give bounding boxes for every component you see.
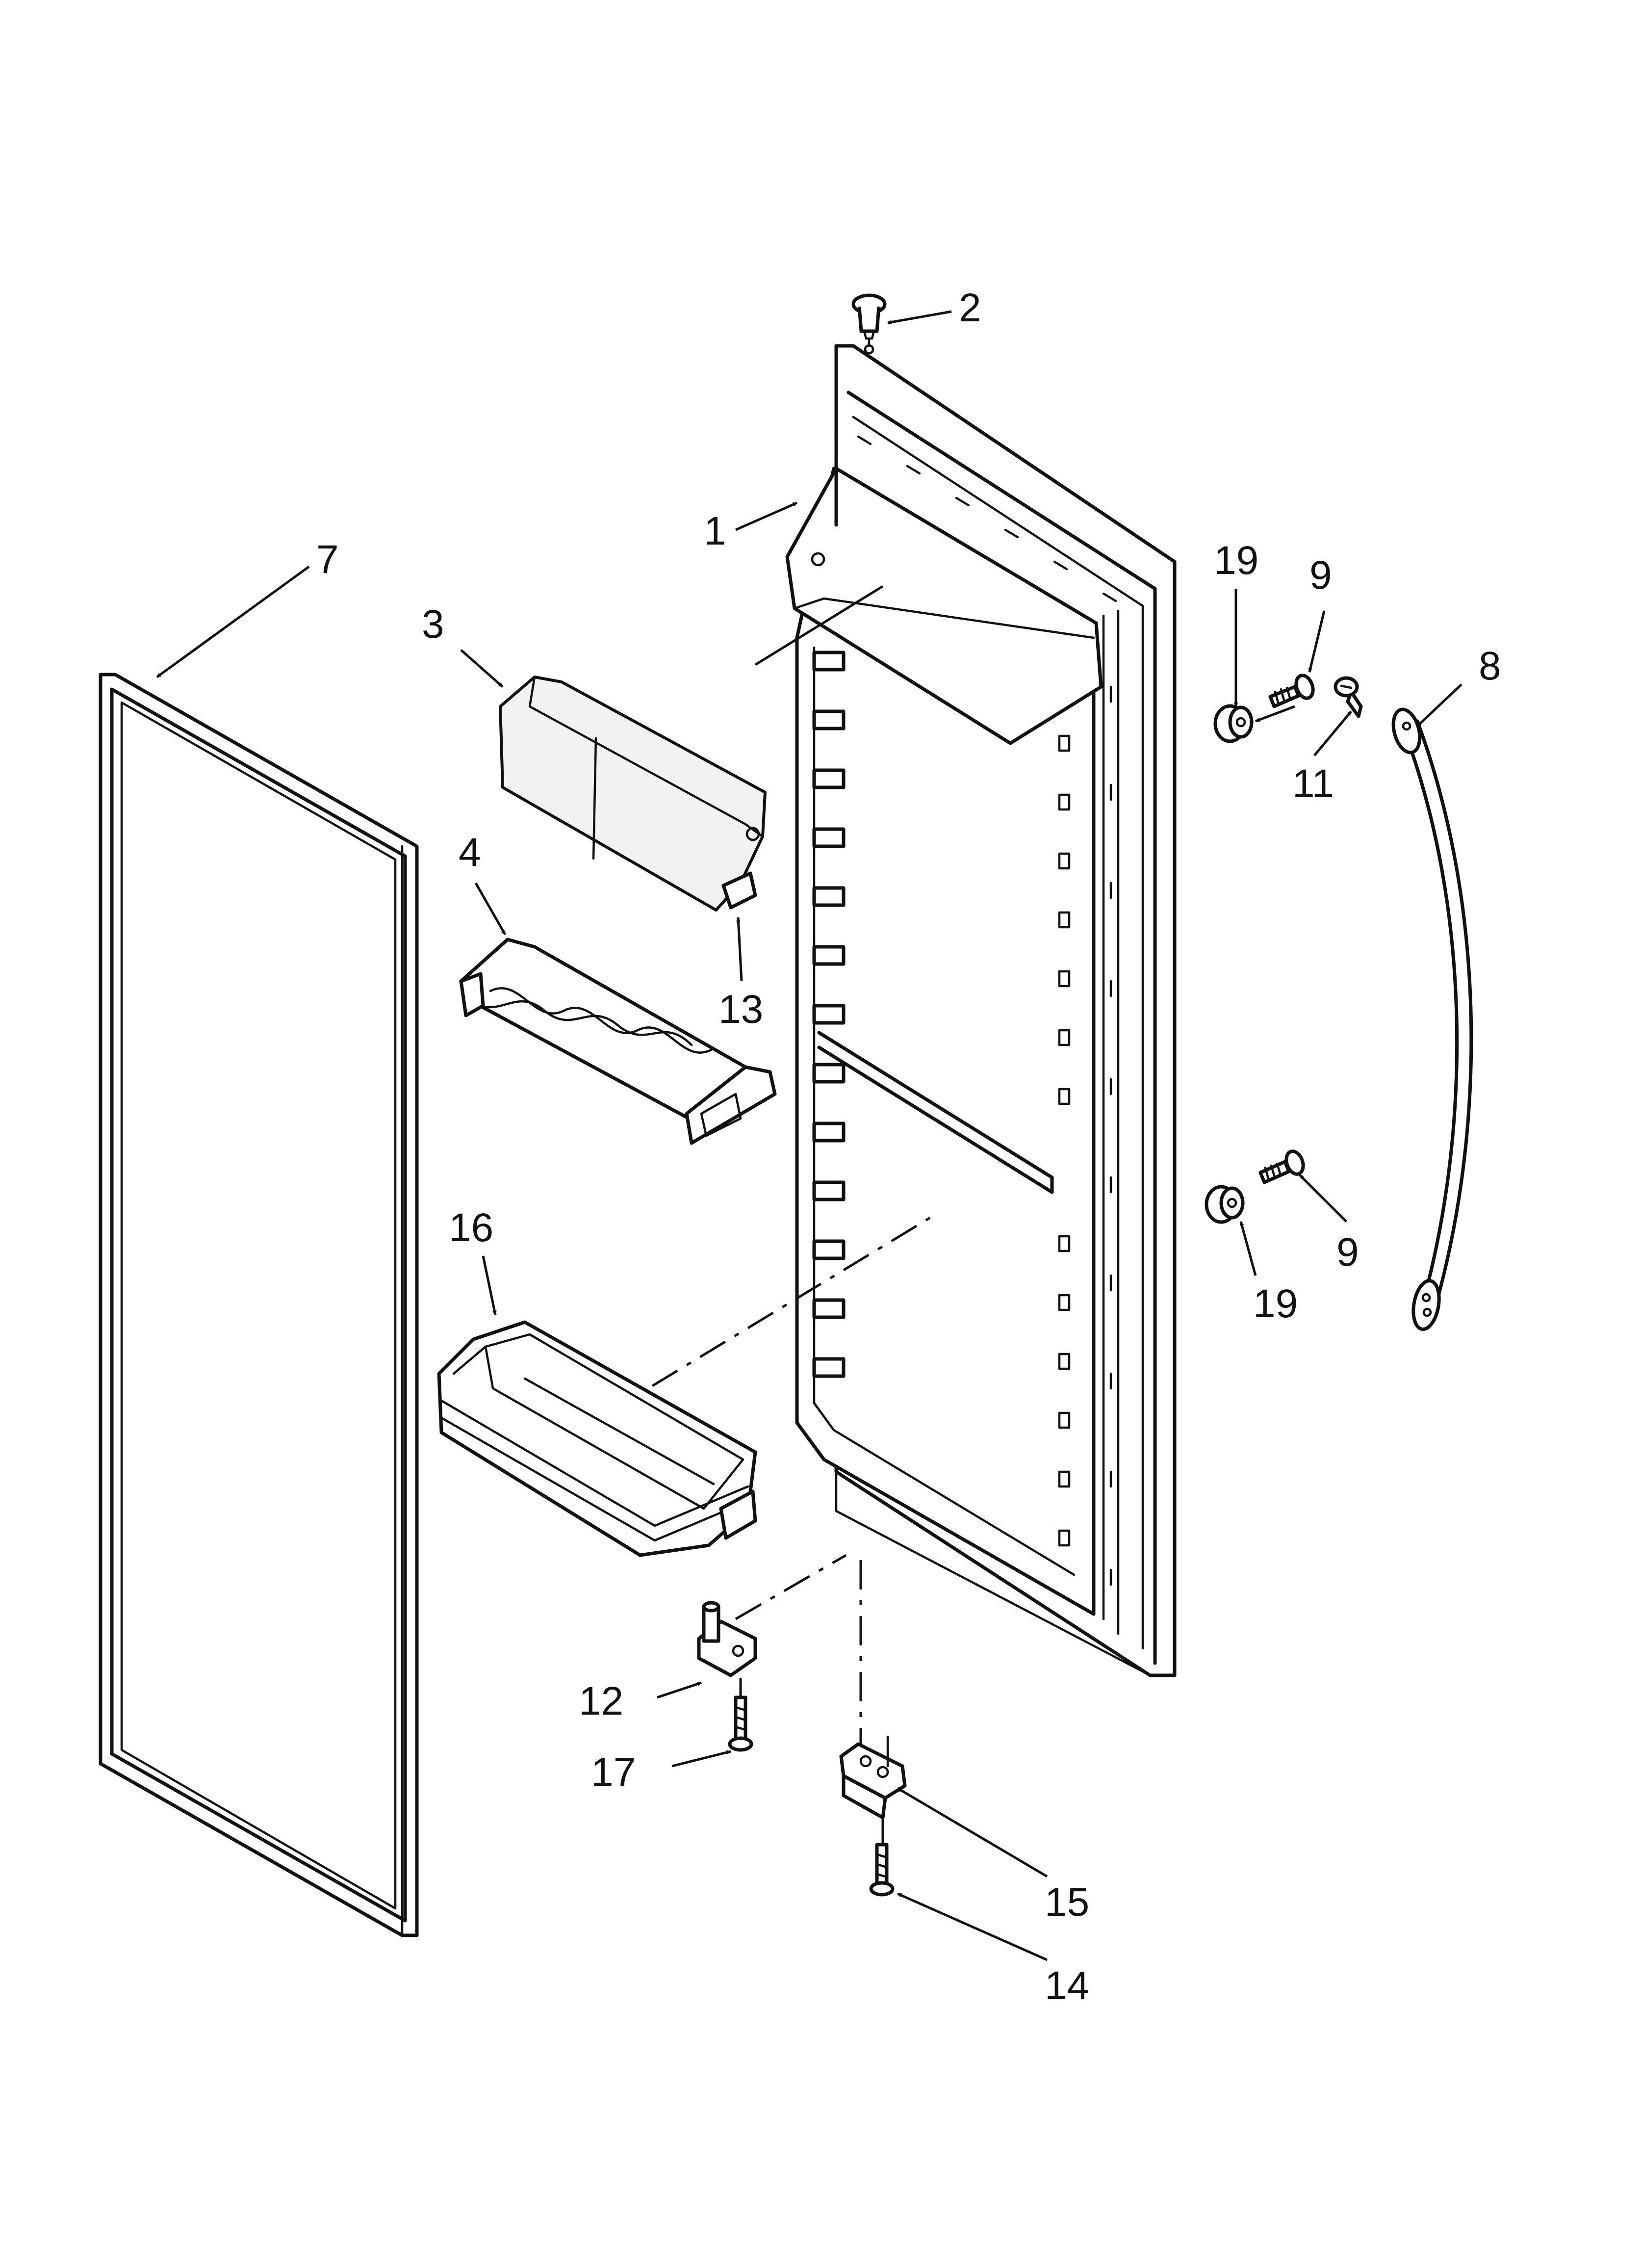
label-part-8: 8 (1479, 644, 1501, 688)
label-part-7: 7 (316, 537, 339, 582)
door-stop-plug[interactable] (851, 293, 887, 355)
label-part-3: 3 (422, 602, 444, 647)
handle-screw-bottom[interactable] (1258, 1149, 1306, 1184)
label-part-12: 12 (579, 1679, 623, 1723)
label-part-11: 11 (1292, 761, 1334, 806)
hinge-bracket[interactable] (839, 1735, 907, 1820)
hinge-pin[interactable] (697, 1601, 757, 1677)
handle-mount-screw[interactable] (1334, 676, 1363, 718)
hinge-bracket-screw[interactable] (869, 1843, 895, 1897)
label-part-4: 4 (459, 830, 481, 875)
assembly-lines (651, 585, 933, 1845)
label-part-19-top: 19 (1214, 538, 1258, 583)
label-part-14: 14 (1045, 1963, 1089, 2008)
handle-screw-top[interactable] (1268, 673, 1316, 708)
label-part-2: 2 (959, 286, 981, 330)
door-bin[interactable] (437, 1320, 757, 1557)
label-part-9-bottom: 9 (1336, 1230, 1359, 1275)
leader-arrows (156, 310, 1462, 1961)
dairy-door[interactable] (499, 676, 767, 912)
label-part-16: 16 (449, 1205, 493, 1250)
door-liner[interactable] (785, 344, 1177, 1677)
label-part-19-bottom: 19 (1253, 1281, 1298, 1326)
door-gasket[interactable] (99, 673, 419, 1937)
handle-spacer-top[interactable] (1213, 704, 1254, 743)
door-handle[interactable] (1389, 706, 1473, 1331)
right-wall-tabs (1058, 734, 1071, 1547)
part-labels: 7 2 1 3 4 13 16 19 9 11 8 9 19 12 17 15 … (316, 286, 1501, 2008)
handle-spacer-bottom[interactable] (1205, 1185, 1245, 1224)
label-part-13: 13 (718, 987, 763, 1032)
egg-tray[interactable] (459, 938, 777, 1145)
hinge-pin-screw[interactable] (728, 1695, 753, 1752)
bin-support-tabs (812, 651, 846, 1378)
label-part-17: 17 (591, 1750, 636, 1795)
label-part-15: 15 (1045, 1880, 1089, 1925)
label-part-9-top: 9 (1309, 553, 1332, 598)
label-part-1: 1 (704, 509, 726, 553)
